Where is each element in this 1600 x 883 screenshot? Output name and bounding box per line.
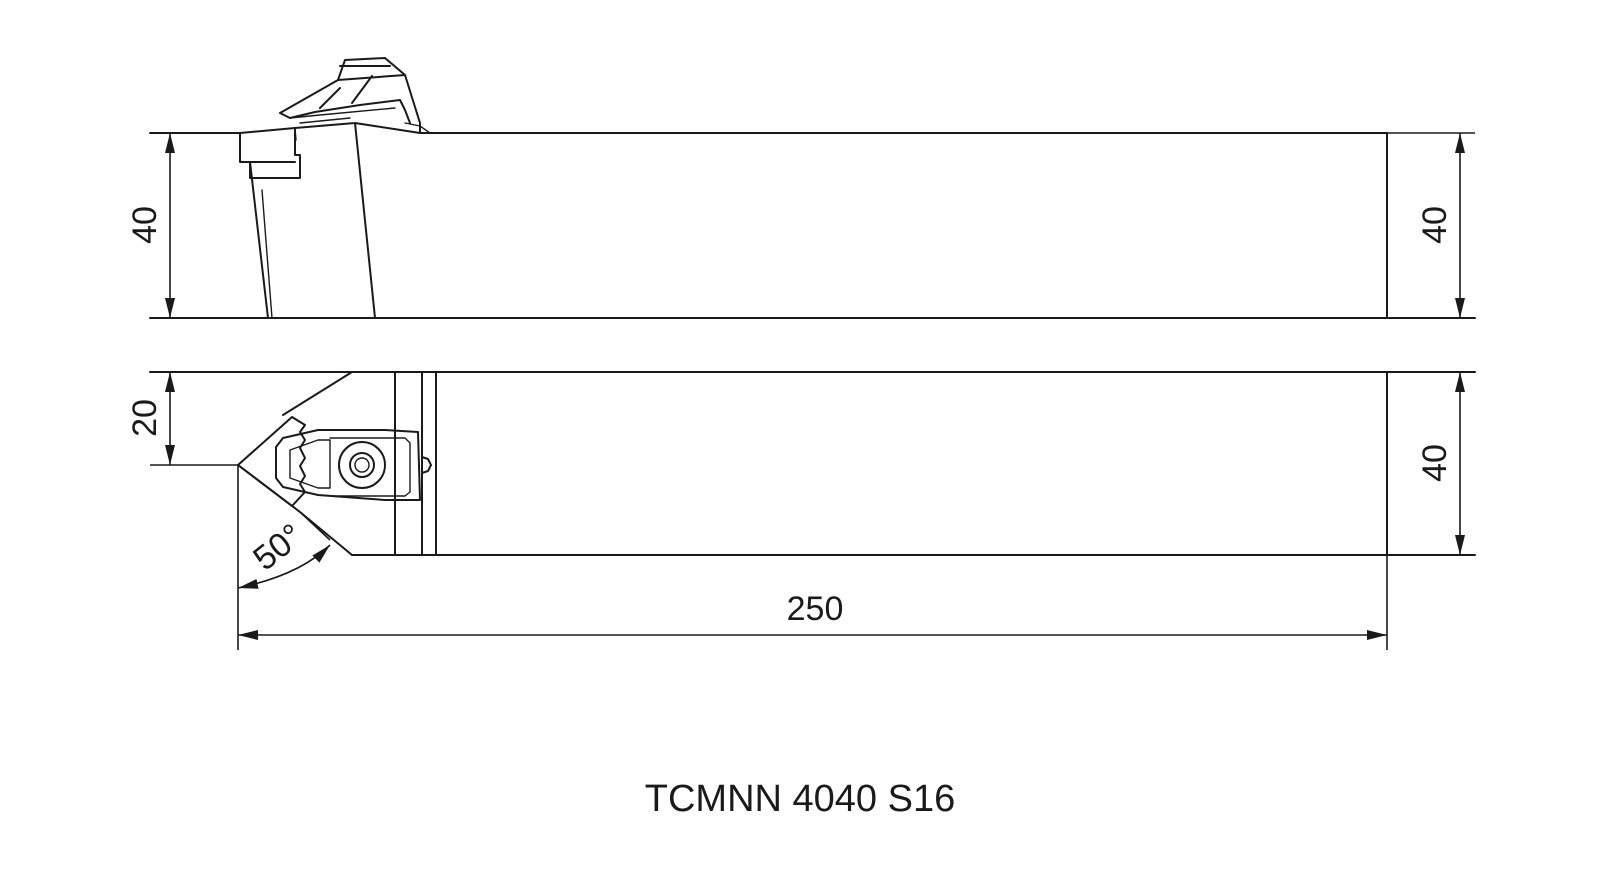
- side-view-head-body: [239, 122, 421, 319]
- dim-top-left: 20: [126, 372, 238, 466]
- top-view-screw-socket: [354, 457, 370, 473]
- top-view-shank-outline: [149, 371, 1476, 556]
- dim-approach-angle-label: 50°: [246, 517, 310, 579]
- top-view-clamp-inner: [289, 437, 411, 497]
- dim-side-left: 40: [126, 133, 175, 318]
- side-view-insert-tip: [289, 107, 396, 124]
- dim-overall-length-label: 250: [787, 590, 844, 628]
- top-view-insert: [237, 416, 306, 507]
- top-view-screw-head: [349, 452, 375, 478]
- top-view-screw-outer: [338, 441, 386, 489]
- side-view-head-detail: [261, 127, 297, 319]
- dim-side-left-label: 40: [126, 206, 164, 244]
- side-view: [149, 57, 1476, 319]
- dim-top-right: 40: [1387, 372, 1475, 556]
- side-view-insert-clamp: [279, 57, 421, 134]
- dim-top-right-label: 40: [1416, 444, 1454, 482]
- side-view-shank-outline: [149, 132, 1476, 319]
- top-view-joint-lines: [421, 371, 437, 556]
- side-view-head-step: [404, 122, 431, 134]
- dim-side-right-label: 40: [1416, 206, 1454, 244]
- dim-top-left-label: 20: [126, 399, 164, 437]
- dim-overall-length: 250: [237, 465, 1388, 650]
- side-view-clamp-block: [249, 127, 301, 179]
- top-view: [149, 371, 1476, 556]
- dim-side-right: 40: [1387, 132, 1475, 318]
- part-code-label: TCMNN 4040 S16: [644, 778, 956, 820]
- top-view-clamp: [275, 429, 421, 501]
- dim-approach-angle: 50°: [237, 511, 331, 589]
- top-view-lock-nub: [421, 456, 432, 474]
